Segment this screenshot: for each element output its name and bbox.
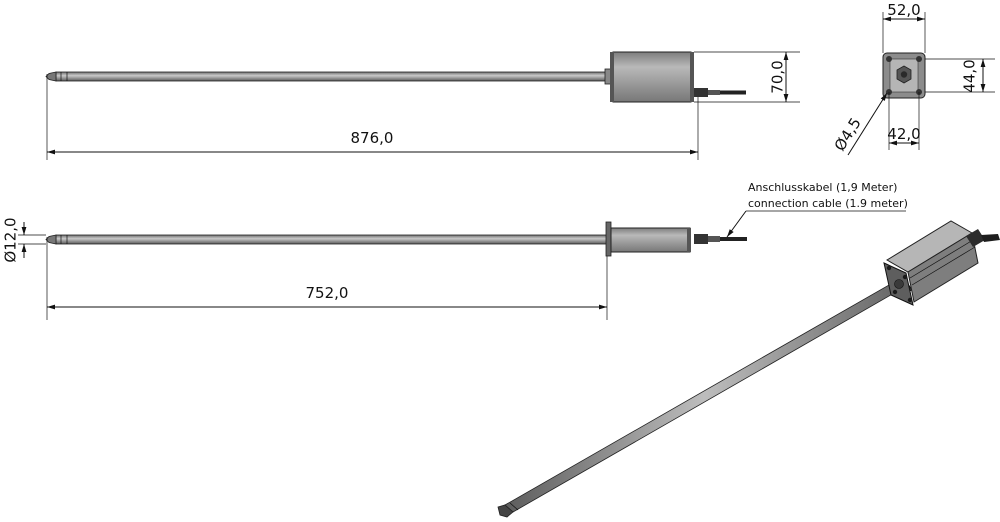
dim-hole-diameter: Ø4,5 (831, 114, 865, 154)
iso-probe-rod (504, 280, 904, 513)
cable-gland-top (694, 88, 708, 97)
probe-rod-side (55, 234, 609, 245)
probe-tip-top (45, 71, 57, 82)
cable-label-de: Anschlusskabel (1,9 Meter) (748, 181, 897, 194)
isometric-view (497, 220, 1000, 518)
housing-top (612, 51, 692, 103)
dim-probe-length: 752,0 (306, 284, 349, 302)
top-view: 70,0 876,0 (45, 51, 800, 160)
probe-rod-top (55, 71, 609, 82)
dim-flange-height: 44,0 (961, 59, 979, 92)
iso-cable (981, 234, 1000, 242)
end-view: 52,0 44,0 42,0 Ø4,5 (831, 1, 995, 156)
cable-top (720, 90, 746, 95)
flange-side (605, 221, 612, 257)
side-view: Anschlusskabel (1,9 Meter) connection ca… (2, 181, 908, 320)
dim-total-length: 876,0 (351, 129, 394, 147)
cable-label-en: connection cable (1.9 meter) (748, 197, 908, 210)
cable-side (720, 237, 747, 241)
dim-flange-width: 52,0 (887, 1, 920, 19)
iso-housing-front (907, 232, 979, 303)
dim-hole-spacing: 42,0 (887, 125, 920, 143)
housing-side (610, 227, 691, 253)
dim-housing-height: 70,0 (769, 60, 787, 93)
dim-probe-diameter: Ø12,0 (2, 217, 20, 262)
